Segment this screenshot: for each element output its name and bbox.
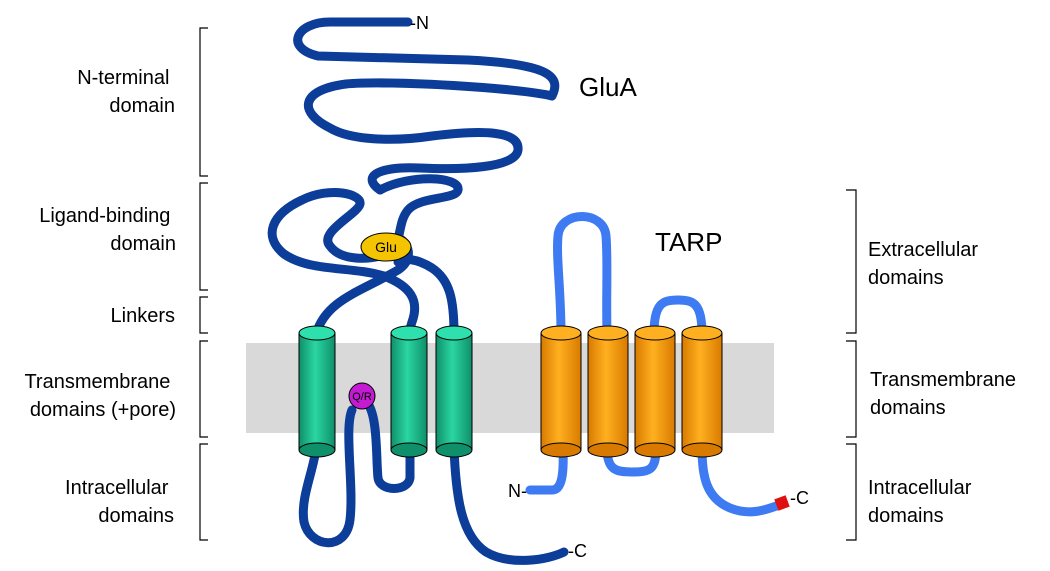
label-n-terminal: N-terminal domain	[77, 67, 175, 117]
glua-intracellular-loop	[298, 405, 357, 548]
label-transmembrane-left: Transmembrane domains (+pore)	[24, 371, 176, 421]
tarp-title: TARP	[655, 227, 722, 257]
glua-c-terminus: -C	[568, 541, 587, 561]
label-intracellular-left: Intracellular domains	[65, 477, 174, 527]
bracket-extracellular-right	[846, 189, 857, 334]
label-ligand-binding: Ligand-binding domain	[39, 205, 176, 255]
bracket-intracellular-right	[846, 443, 857, 541]
qr-site-label: Q/R	[352, 391, 372, 403]
bracket-linkers	[199, 296, 208, 334]
qr-site-circle	[348, 382, 376, 410]
label-transmembrane-right: Transmembrane domains	[870, 369, 1022, 419]
glua-n-terminus: -N	[410, 13, 429, 33]
label-extracellular-right: Extracellular domains	[868, 239, 984, 289]
tarp-helix-4	[681, 325, 723, 458]
bracket-ligand-binding	[199, 182, 208, 291]
glua-ligand-binding-loops	[267, 174, 463, 337]
label-linkers: Linkers	[111, 305, 175, 327]
bracket-transmembrane-left	[199, 340, 208, 438]
glua-helix-m3	[390, 325, 428, 458]
tarp-intracellular-loop	[602, 443, 661, 477]
glua-title: GluA	[579, 72, 637, 102]
tarp-helix-2	[587, 325, 629, 458]
glua-chain	[267, 17, 569, 565]
glua-n-terminal-loops	[293, 17, 560, 195]
tarp-c-terminal-tail	[697, 443, 787, 517]
tarp-helix-1	[540, 325, 582, 458]
tarp-c-terminus: -C	[790, 488, 809, 508]
bracket-transmembrane-right	[846, 340, 857, 438]
glua-helix-m4	[435, 325, 473, 458]
glua-helix-m1	[298, 325, 336, 458]
glu-ligand-label: Glu	[375, 239, 397, 255]
glua-c-terminal-tail	[449, 443, 569, 565]
tarp-extracellular-loop-1	[553, 212, 612, 339]
tarp-helix-3	[634, 325, 676, 458]
glua-pore-loop	[363, 399, 415, 493]
label-intracellular-right: Intracellular domains	[868, 477, 977, 527]
tarp-extracellular-loop-2	[649, 295, 707, 339]
glua-linker-m4	[393, 255, 459, 339]
glu-ligand-ellipse	[360, 232, 412, 262]
tarp-n-terminus: N-	[508, 481, 527, 501]
tarp-c-terminal-tag	[774, 495, 790, 511]
bracket-n-terminal	[199, 27, 208, 177]
bracket-intracellular-left	[199, 443, 208, 541]
